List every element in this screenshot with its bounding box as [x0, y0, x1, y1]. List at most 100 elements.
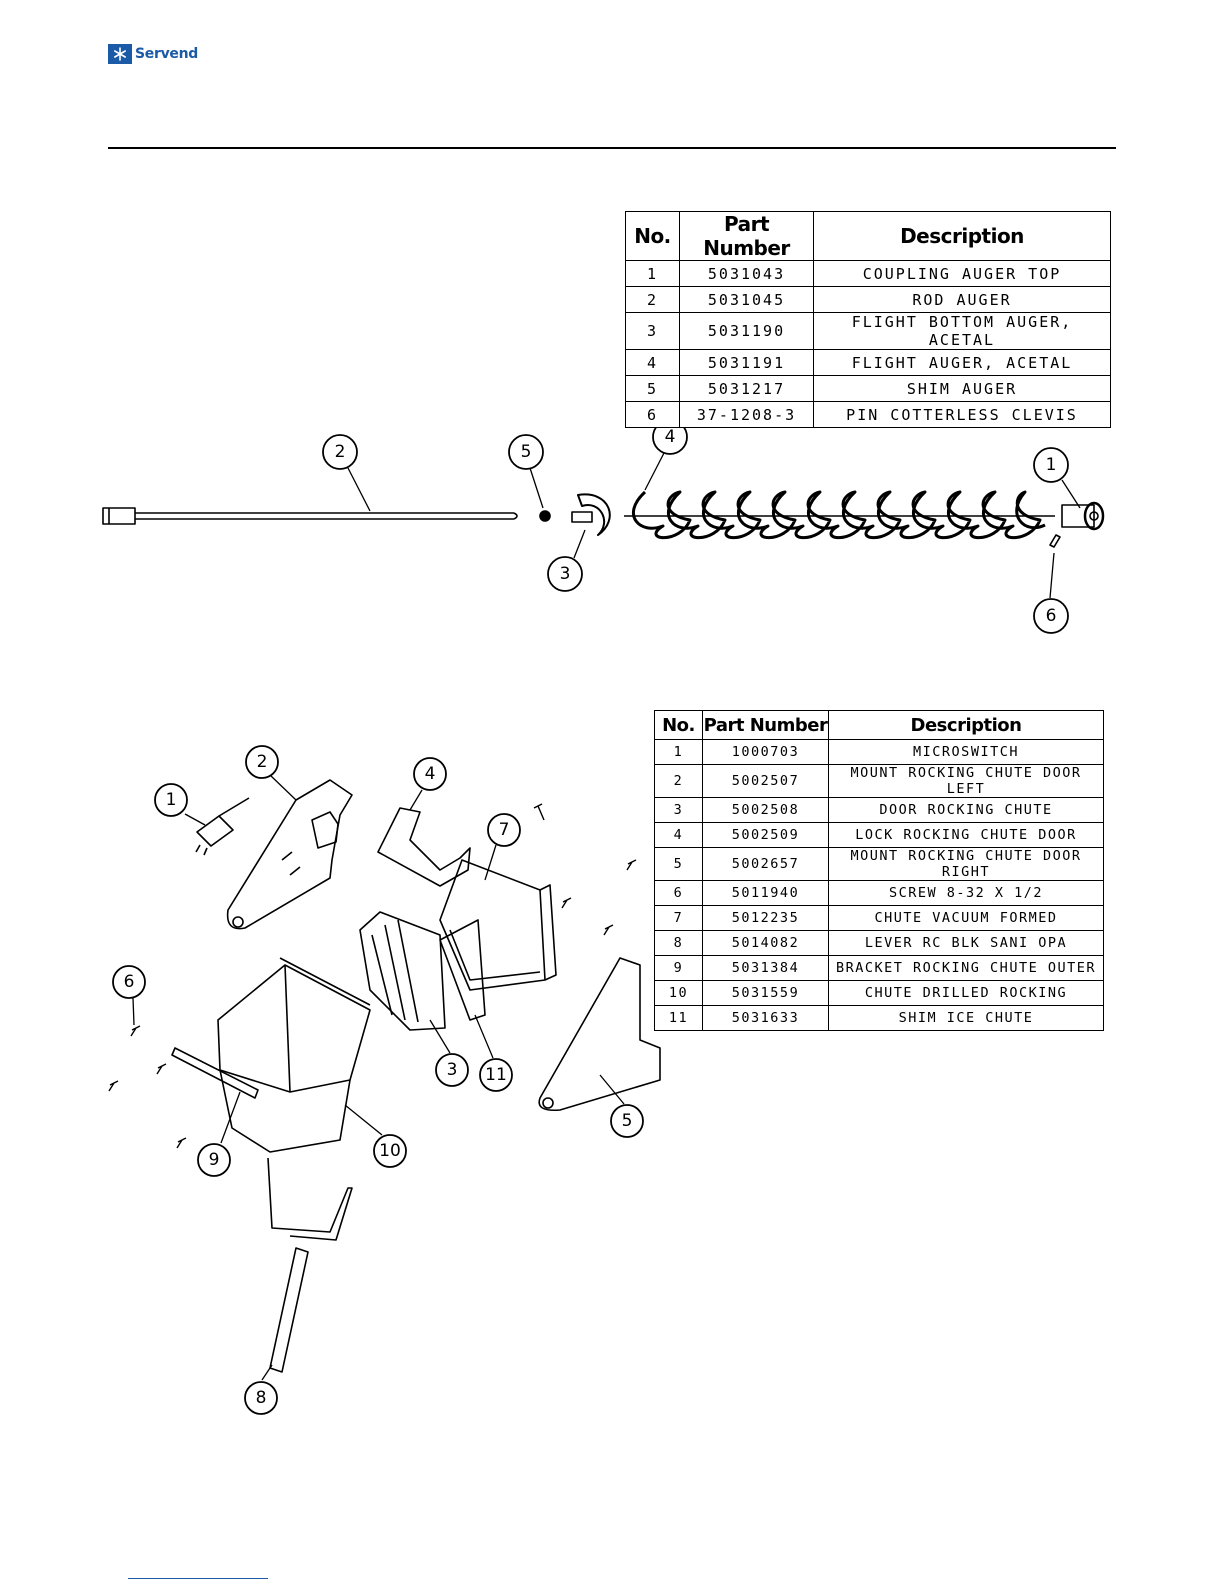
cell-description: LOCK ROCKING CHUTE DOOR — [828, 822, 1104, 848]
snowflake-icon — [108, 44, 132, 64]
cell-no: 6 — [625, 401, 680, 428]
cell-description: PIN COTTERLESS CLEVIS — [813, 401, 1111, 428]
cell-part-number: 5031043 — [679, 260, 814, 287]
auger-callout-1: 1 — [1033, 447, 1069, 483]
header-description: Description — [828, 710, 1104, 740]
chute-callout-9-label: 9 — [209, 1150, 220, 1170]
table-header-row: No. Part Number Description — [654, 710, 1104, 740]
cell-description: BRACKET ROCKING CHUTE OUTER — [828, 955, 1104, 981]
left-door-mount — [226, 779, 353, 930]
cell-no: 4 — [654, 822, 703, 848]
chute-callout-1: 1 — [154, 783, 188, 817]
cell-no: 4 — [625, 349, 680, 376]
auger-shim — [539, 510, 551, 522]
table-header-row: No. Part Number Description — [625, 211, 1111, 261]
cell-part-number: 1000703 — [702, 739, 829, 765]
header-description: Description — [813, 211, 1111, 261]
cell-description: MOUNT ROCKING CHUTE DOOR RIGHT — [828, 847, 1104, 881]
microswitch — [195, 797, 250, 856]
brand-name: Servend — [135, 46, 198, 62]
auger-callout-5: 5 — [508, 434, 544, 470]
cell-description: SHIM AUGER — [813, 375, 1111, 402]
chute-callout-10-label: 10 — [379, 1141, 401, 1161]
chute-callout-6: 6 — [112, 965, 146, 999]
auger-coupling — [1061, 501, 1105, 531]
cell-part-number: 5011940 — [702, 880, 829, 906]
auger-leaders — [347, 452, 1081, 599]
chute-leaders — [132, 774, 625, 1381]
auger-callout-3-label: 3 — [560, 564, 571, 584]
cell-no: 11 — [654, 1005, 703, 1031]
screws — [108, 803, 637, 1149]
chute-callout-8-label: 8 — [256, 1388, 267, 1408]
cell-description: COUPLING AUGER TOP — [813, 260, 1111, 287]
auger-rod — [102, 507, 518, 525]
auger-callout-6: 6 — [1033, 598, 1069, 634]
clevis-pin — [1049, 534, 1061, 548]
cell-description: CHUTE VACUUM FORMED — [828, 905, 1104, 931]
cell-no: 9 — [654, 955, 703, 981]
chute-callout-2: 2 — [245, 745, 279, 779]
cell-description: FLIGHT AUGER, ACETAL — [813, 349, 1111, 376]
cell-description: MOUNT ROCKING CHUTE DOOR LEFT — [828, 764, 1104, 798]
cell-description: ROD AUGER — [813, 286, 1111, 313]
chute-callout-11-label: 11 — [485, 1065, 507, 1085]
cell-description: CHUTE DRILLED ROCKING — [828, 980, 1104, 1006]
auger-callout-3: 3 — [547, 556, 583, 592]
cell-part-number: 5031384 — [702, 955, 829, 981]
lever — [267, 1157, 353, 1373]
header-rule — [108, 147, 1116, 149]
chute-callout-9: 9 — [197, 1143, 231, 1177]
drilled-rocking-chute — [217, 957, 371, 1153]
header-part-number: Part Number — [702, 710, 829, 740]
rocking-chute-door — [359, 911, 446, 1031]
cell-part-number: 5002507 — [702, 764, 829, 798]
chute-callout-8: 8 — [244, 1381, 278, 1415]
cell-no: 5 — [625, 375, 680, 402]
chute-callout-11: 11 — [479, 1058, 513, 1092]
cell-no: 5 — [654, 847, 703, 881]
cell-description: LEVER RC BLK SANI OPA — [828, 930, 1104, 956]
ice-chute-shim — [439, 919, 486, 1021]
chute-callout-5-label: 5 — [622, 1111, 633, 1131]
footer-line — [128, 1578, 268, 1579]
header-no: No. — [625, 211, 680, 261]
cell-no: 2 — [625, 286, 680, 313]
cell-no: 1 — [625, 260, 680, 287]
right-door-mount — [538, 957, 661, 1112]
cell-part-number: 5002508 — [702, 797, 829, 823]
chute-callout-2-label: 2 — [257, 752, 268, 772]
auger-callout-2-label: 2 — [335, 442, 346, 462]
cell-no: 1 — [654, 739, 703, 765]
cell-description: MICROSWITCH — [828, 739, 1104, 765]
cell-no: 6 — [654, 880, 703, 906]
auger-flight — [624, 490, 1055, 540]
cell-part-number: 5014082 — [702, 930, 829, 956]
cell-part-number: 37-1208-3 — [679, 401, 814, 428]
cell-part-number: 5031191 — [679, 349, 814, 376]
cell-part-number: 5031190 — [679, 312, 814, 350]
vacuum-chute — [439, 859, 557, 991]
chute-callout-4: 4 — [413, 757, 447, 791]
chute-callout-7: 7 — [487, 813, 521, 847]
cell-part-number: 5031045 — [679, 286, 814, 313]
cell-no: 3 — [625, 312, 680, 350]
chute-callout-10: 10 — [373, 1134, 407, 1168]
